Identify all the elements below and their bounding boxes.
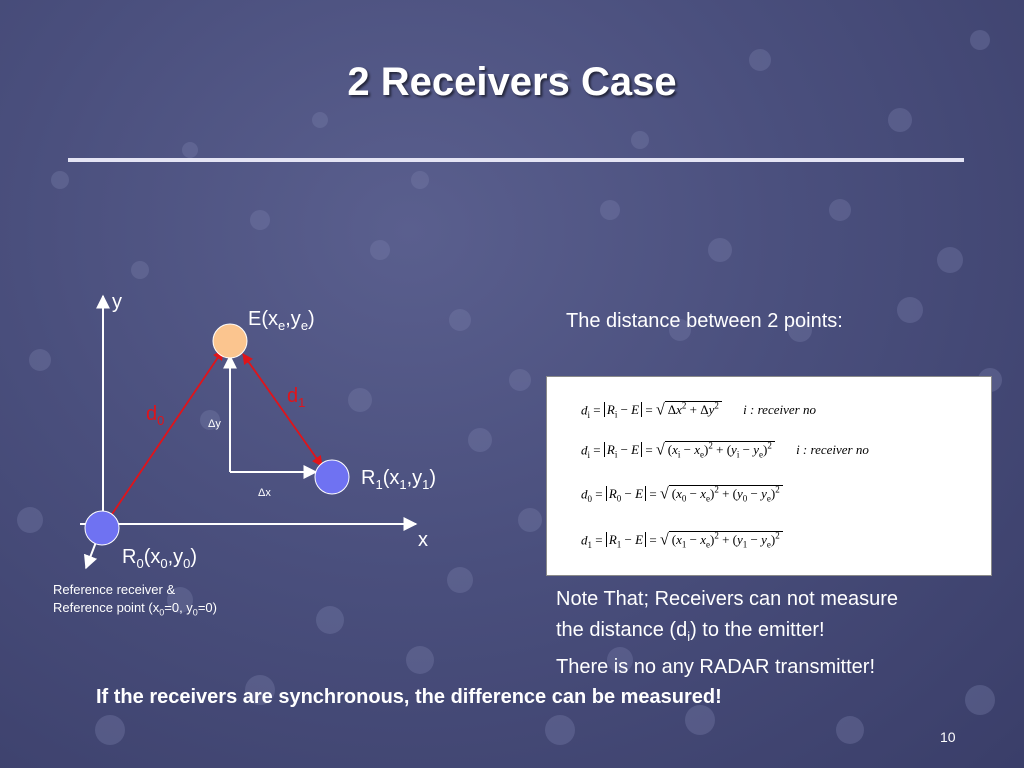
- distance-d1-label: d1: [287, 385, 305, 410]
- receiver-r1-node: [314, 459, 350, 495]
- reference-note-line2: Reference point (x0=0, y0=0): [53, 600, 217, 618]
- equation-1: di = Ri − E = √Δx2 + Δy2 i : receiver no: [581, 401, 816, 420]
- emitter-label: E(xe,ye): [248, 308, 315, 333]
- equation-4: d1 = R1 − E = √(x1 − xe)2 + (y1 − ye)2: [581, 531, 783, 550]
- equations-panel: di = Ri − E = √Δx2 + Δy2 i : receiver no…: [546, 376, 992, 576]
- equation-2: di = Ri − E = √(xi − xe)2 + (yi − ye)2 i…: [581, 441, 869, 460]
- distance-d1-line: [242, 353, 323, 467]
- receiver-note-line1: Note That; Receivers can not measure: [556, 588, 899, 610]
- receiver-r1-label: R1(x1,y1): [361, 467, 436, 492]
- title-divider: [68, 158, 964, 162]
- receiver-note: Note That; Receivers can not measure the…: [556, 584, 898, 683]
- distance-d0-line: [103, 349, 224, 527]
- distance-label: The distance between 2 points:: [566, 310, 843, 332]
- receiver-r0-label: R0(x0,y0): [122, 546, 197, 571]
- emitter-node: [212, 323, 248, 359]
- distance-d0-label: d0: [146, 403, 164, 428]
- equation-3: d0 = R0 − E = √(x0 − xe)2 + (y0 − ye)2: [581, 485, 783, 504]
- y-axis-label: y: [112, 291, 122, 313]
- page-number: 10: [940, 729, 956, 745]
- reference-note: Reference receiver & Reference point (x0…: [53, 581, 217, 622]
- receiver-r0-node: [84, 510, 120, 546]
- synchronous-statement: If the receivers are synchronous, the di…: [96, 686, 722, 708]
- receiver-note-line3: There is no any RADAR transmitter!: [556, 656, 875, 678]
- reference-note-line1: Reference receiver &: [53, 582, 176, 597]
- delta-y-label: Δy: [208, 418, 221, 430]
- x-axis-label: x: [418, 529, 428, 551]
- slide-title: 2 Receivers Case: [347, 60, 677, 104]
- receiver-note-line2: the distance (di) to the emitter!: [556, 619, 825, 644]
- delta-x-label: Δx: [258, 487, 271, 499]
